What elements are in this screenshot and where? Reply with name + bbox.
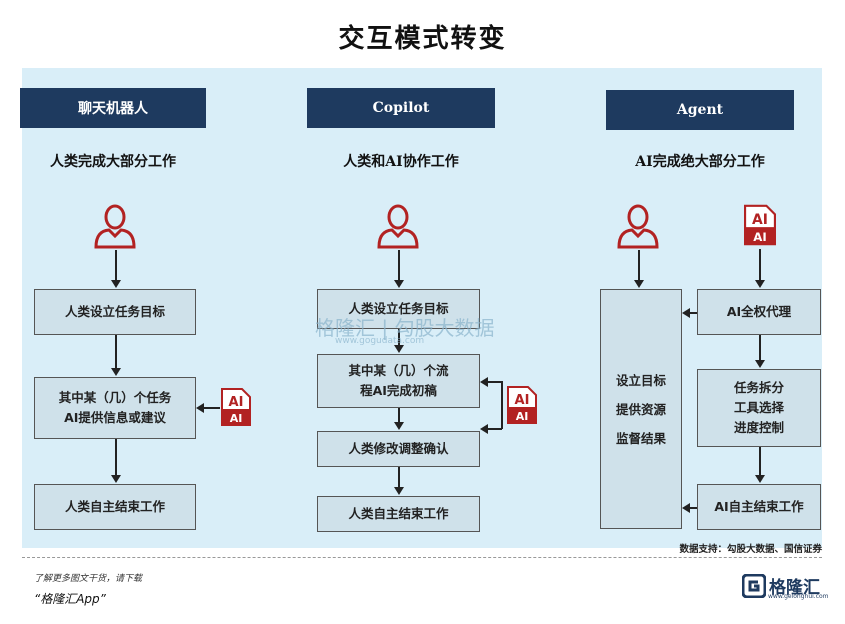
arrow-head: [682, 308, 690, 318]
watermark: 格隆汇 | 勾股大数据: [315, 316, 495, 340]
footer-line1: 了解更多图文干货，请下载: [34, 574, 143, 584]
logo-text: 格隆汇: [769, 578, 820, 598]
human-icon: [94, 204, 136, 249]
arrow-head: [111, 475, 121, 483]
arrow-line: [638, 250, 640, 280]
column-header-copilot: Copilot: [307, 88, 495, 128]
page-title: 交互模式转变: [338, 24, 507, 54]
arrow-head: [111, 280, 121, 288]
arrow-line: [759, 249, 761, 280]
step-box: 人类修改调整确认: [317, 431, 480, 467]
ai-file-icon: AI AI: [744, 204, 776, 246]
ai-icon-label: AI: [752, 212, 768, 228]
column-header-chatbot: 聊天机器人: [20, 88, 206, 128]
human-icon: [617, 204, 659, 249]
arrow-head: [755, 360, 765, 368]
human-task: 提供资源: [615, 401, 666, 417]
arrow-head: [394, 422, 404, 430]
arrow-line: [488, 381, 502, 383]
arrow-line: [501, 381, 503, 429]
arrow-head: [196, 403, 204, 413]
step-box: AI自主结束工作: [697, 484, 821, 530]
ai-icon-label: AI: [515, 393, 530, 408]
arrow-line: [398, 467, 400, 487]
arrow-head: [394, 280, 404, 288]
arrow-line: [398, 329, 400, 345]
step-box: 其中某（几）个流程AI完成初稿: [317, 354, 480, 408]
agent-task: 进度控制: [733, 420, 784, 435]
footer-line2: “格隆汇App”: [34, 592, 106, 606]
human-icon: [377, 204, 419, 249]
human-task: 监督结果: [615, 430, 666, 446]
arrow-head: [480, 424, 488, 434]
column-subtitle-agent: AI完成绝大部分工作: [635, 154, 765, 170]
agent-task: 工具选择: [733, 400, 784, 415]
watermark-url: www.gogudata.com: [335, 336, 425, 346]
arrow-head: [634, 280, 644, 288]
arrow-head: [682, 503, 690, 513]
arrow-line: [115, 335, 117, 368]
step-box: 人类自主结束工作: [34, 484, 196, 530]
arrow-line: [398, 408, 400, 422]
arrow-line: [690, 312, 697, 314]
step-box: 人类自主结束工作: [317, 496, 480, 532]
step-box: AI全权代理: [697, 289, 821, 335]
arrow-head: [394, 487, 404, 495]
brand-logo: 格隆汇: [742, 573, 820, 598]
arrow-head: [755, 280, 765, 288]
ai-icon-label: AI: [516, 410, 529, 423]
divider: [22, 557, 822, 558]
source-note: 数据支持：勾股大数据、国信证券: [679, 544, 822, 555]
arrow-head: [111, 368, 121, 376]
arrow-line: [398, 250, 400, 280]
arrow-line: [488, 428, 502, 430]
arrow-line: [115, 439, 117, 475]
column-header-agent: Agent: [606, 90, 794, 130]
task-breakdown-box: 任务拆分 工具选择 进度控制: [697, 369, 821, 447]
ai-icon-label: AI: [229, 395, 244, 410]
ai-file-icon: AI AI: [221, 388, 251, 426]
arrow-head: [755, 475, 765, 483]
arrow-line: [759, 447, 761, 475]
arrow-head: [480, 377, 488, 387]
arrow-line: [204, 407, 220, 409]
logo-icon: [742, 573, 766, 598]
human-supervision-box: 设立目标 提供资源 监督结果: [600, 289, 682, 529]
ai-icon-label: AI: [753, 230, 766, 244]
step-box: 人类设立任务目标: [317, 289, 480, 329]
step-box: 其中某（几）个任务AI提供信息或建议: [34, 377, 196, 439]
arrow-line: [690, 507, 697, 509]
agent-task: 任务拆分: [733, 380, 784, 395]
ai-file-icon: AI AI: [507, 386, 537, 424]
arrow-head: [394, 345, 404, 353]
step-box: 人类设立任务目标: [34, 289, 196, 335]
ai-icon-label: AI: [230, 412, 243, 425]
arrow-line: [115, 250, 117, 280]
logo-url: www.gelonghui.com: [768, 593, 829, 600]
column-subtitle-copilot: 人类和AI协作工作: [343, 154, 459, 170]
column-subtitle-chatbot: 人类完成大部分工作: [50, 154, 176, 170]
arrow-line: [759, 335, 761, 360]
human-task: 设立目标: [615, 372, 666, 388]
